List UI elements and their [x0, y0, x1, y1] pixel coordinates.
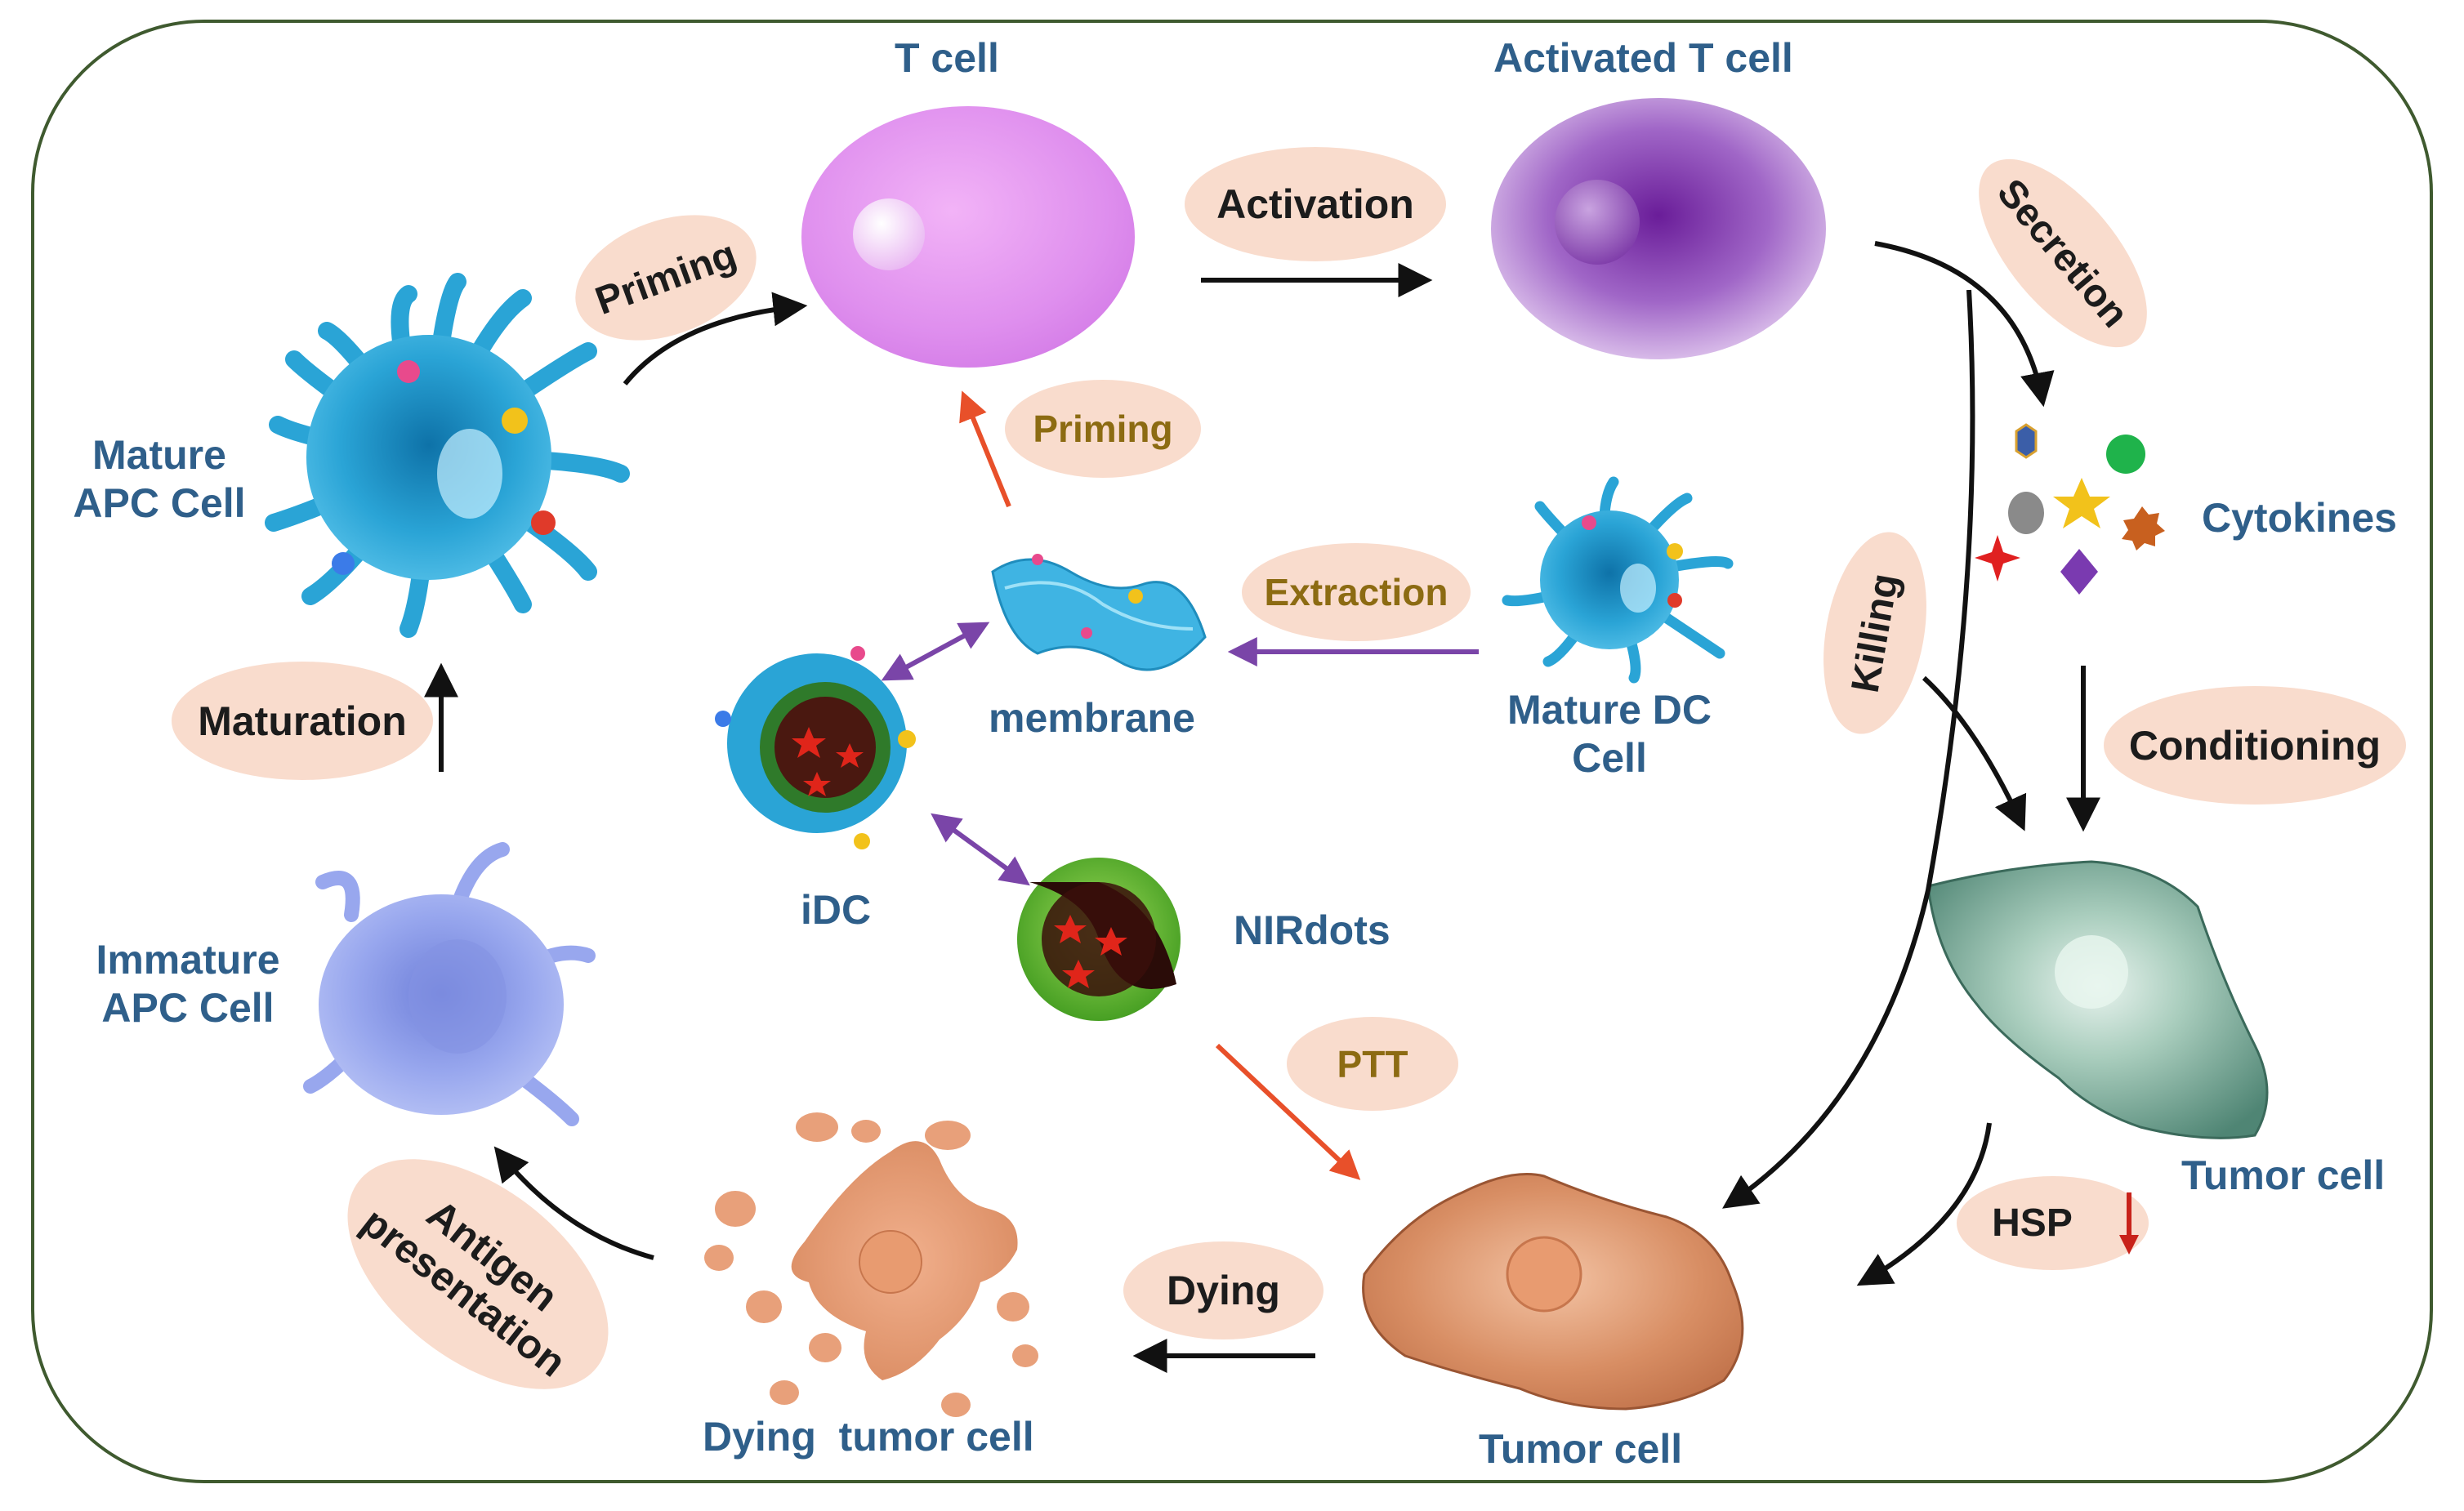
mature-apc-label: Mature APC Cell [57, 431, 261, 528]
membrane-graphic [991, 554, 1207, 671]
hsp-label: HSP [1992, 1201, 2073, 1245]
mature-apc-body [306, 335, 556, 580]
arrow-idc-nirdots [931, 813, 1030, 886]
priming-mid-label: Priming [1033, 408, 1173, 450]
arrow-ptt [1215, 1043, 1361, 1180]
nirdots-graphic [1017, 858, 1181, 1021]
mature-apc-label-line1: Mature [92, 432, 226, 478]
activation-label: Activation [1216, 181, 1414, 227]
pill-activation: Activation [1185, 147, 1446, 261]
pill-ptt: PTT [1287, 1017, 1458, 1111]
pill-maturation: Maturation [172, 662, 433, 780]
tumor-cell-bottom-label: Tumor cell [1479, 1426, 1683, 1472]
immature-apc-label-line1: Immature [96, 937, 280, 983]
conditioning-label: Conditioning [2128, 722, 2381, 769]
maturation-label: Maturation [198, 698, 407, 744]
t-cell-label: T cell [895, 35, 999, 81]
arrow-membrane-idc [881, 622, 990, 681]
ptt-label: PTT [1337, 1042, 1408, 1085]
pill-dying: Dying [1123, 1241, 1324, 1339]
tumor-cell-right-label: Tumor cell [2181, 1152, 2386, 1198]
cytokines-graphic [1975, 423, 2165, 595]
extraction-label: Extraction [1264, 571, 1448, 613]
activated-t-cell-graphic [1491, 98, 1826, 359]
dying-tumor-cell-label: Dying tumor cell [703, 1414, 1034, 1460]
arrow-priming-mid [959, 390, 1011, 508]
mature-dc-label-line1: Mature DC [1507, 687, 1712, 733]
down-arrow-icon [2119, 1192, 2139, 1255]
tumor-cell-right-graphic [1926, 860, 2269, 1139]
idc-graphic [715, 646, 916, 849]
mature-apc-label-line2: APC Cell [73, 480, 246, 526]
activated-t-cell-label: Activated T cell [1493, 35, 1793, 81]
t-cell-graphic [801, 106, 1135, 368]
arrow-killing [1722, 289, 1975, 1209]
dying-tumor-cell-graphic [704, 1112, 1038, 1417]
mature-dc-body [1540, 510, 1683, 649]
mature-dc-label: Mature DC Cell [1483, 686, 1736, 782]
pill-conditioning: Conditioning [2104, 686, 2406, 805]
killing-label: Killing [1843, 570, 1907, 696]
arrow-priming-top [623, 292, 808, 386]
priming-top-label: Priming [589, 232, 743, 323]
mature-dc-label-line2: Cell [1572, 735, 1647, 781]
immature-apc-graphic [303, 842, 596, 1126]
arrows [424, 241, 2100, 1373]
arrow-secretion [1874, 241, 2055, 408]
nirdots-label: NIRdots [1234, 907, 1390, 953]
immature-apc-label: Immature APC Cell [69, 936, 306, 1032]
immature-apc-label-line2: APC Cell [101, 985, 275, 1031]
tumor-cell-bottom-graphic [1362, 1173, 1744, 1411]
pill-extraction: Extraction [1242, 543, 1471, 641]
idc-label: iDC [801, 887, 872, 933]
arrow-hsp [1856, 1122, 1992, 1286]
pill-hsp: HSP [1957, 1176, 2149, 1270]
diagram-frame [31, 20, 2433, 1483]
cytokines-label: Cytokines [2202, 495, 2397, 541]
membrane-label: membrane [989, 695, 1195, 741]
pill-priming-mid: Priming [1005, 380, 1201, 478]
arrow-killing-branch [1922, 675, 2027, 831]
arrow-antigen [493, 1146, 654, 1260]
dying-label: Dying [1167, 1268, 1280, 1313]
